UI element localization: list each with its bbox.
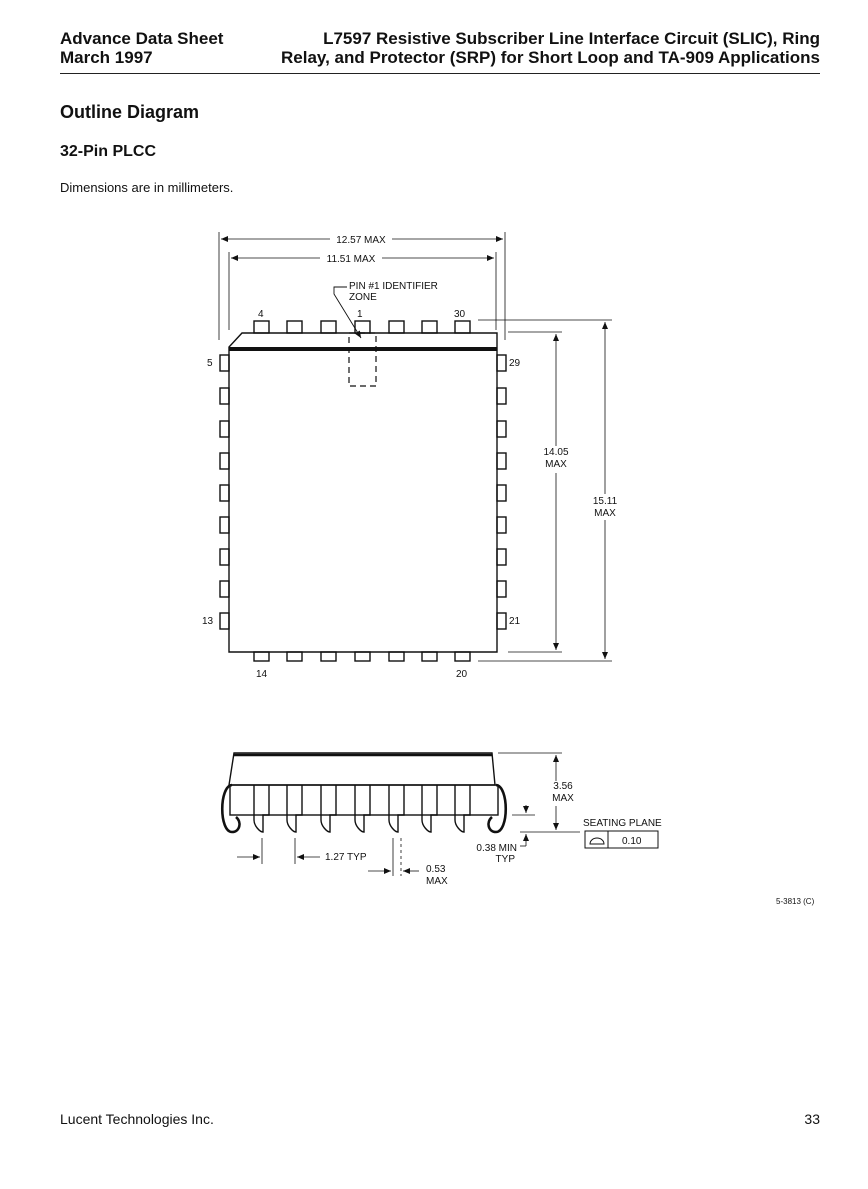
side-lead [253,785,270,833]
dim-lead-width-max: MAX [426,876,448,887]
pin1-label: PIN #1 IDENTIFIER [349,281,438,292]
side-lead [354,785,371,833]
figure-number: 5-3813 (C) [776,897,815,906]
j-lead-right [487,783,507,834]
lead-left [219,420,230,438]
lead-top [454,320,471,334]
lead-right [496,516,507,534]
pin-label-29: 29 [509,358,521,369]
pin1-label-zone: ZONE [349,292,377,303]
pin-label-14: 14 [256,669,268,680]
lead-left [219,516,230,534]
pin-label-13: 13 [202,616,214,627]
pin1-identifier-zone [348,332,377,387]
subsection-title: 32-Pin PLCC [60,143,157,160]
dim-package-height-max: MAX [552,793,574,804]
lead-top [286,320,303,334]
side-lead [286,785,303,833]
lead-bottom [421,651,438,662]
lead-left [219,612,230,630]
lead-right [496,612,507,630]
dimensions-note: Dimensions are in millimeters. [60,180,234,195]
lead-right [496,580,507,598]
lead-left [219,580,230,598]
lead-right [496,484,507,502]
lead-bottom [253,651,270,662]
lead-bottom [286,651,303,662]
lead-left [219,548,230,566]
lead-right [496,387,507,405]
lead-top [421,320,438,334]
dim-standoff-typ: TYP [496,854,516,865]
lead-bottom [454,651,471,662]
doc-title-line2: Relay, and Protector (SRP) for Short Loo… [280,48,820,67]
lead-bottom [354,651,371,662]
lead-right [496,548,507,566]
dim-lead-width: 0.53 [426,864,446,875]
side-lead [421,785,438,833]
pin1-leader [333,286,362,339]
side-lead [388,785,405,833]
doc-type: Advance Data Sheet [60,29,224,48]
side-lead [454,785,471,833]
side-body-lower [229,784,499,816]
header-left: Advance Data Sheet March 1997 [60,29,223,67]
doc-date: March 1997 [60,48,153,67]
lead-top [388,320,405,334]
lead-right [496,420,507,438]
lead-left [219,484,230,502]
seating-plane-label: SEATING PLANE [583,818,662,829]
j-lead-left [221,783,241,834]
dim-body-height: 14.05 [543,447,568,458]
lead-right [496,452,507,470]
pin-label-4: 4 [258,309,264,320]
flatness-value: 0.10 [622,836,642,847]
dim-lead-pitch: 1.27 TYP [325,852,367,863]
lead-top [253,320,270,334]
lead-bottom [320,651,337,662]
lead-right [496,354,507,372]
pin-label-30: 30 [454,309,466,320]
section-title: Outline Diagram [60,102,200,122]
dim-body-height-max: MAX [545,459,567,470]
lead-bottom [388,651,405,662]
side-lead [320,785,337,833]
lead-left [219,387,230,405]
pin-label-1: 1 [357,309,363,320]
dim-outer-height-max: MAX [594,508,616,519]
side-view [221,752,659,876]
lead-left [219,452,230,470]
dim-standoff: 0.38 MIN [476,843,517,854]
header-right: L7597 Resistive Subscriber Line Interfac… [281,29,820,67]
dim-package-height: 3.56 [553,781,573,792]
doc-title-line1: L7597 Resistive Subscriber Line Interfac… [323,29,820,48]
pin-label-21: 21 [509,616,521,627]
page-number: 33 [804,1111,820,1127]
dim-outer-width: 12.57 MAX [336,235,386,246]
plcc-body [228,332,498,653]
lead-left [219,354,230,372]
header-rule [60,73,820,74]
side-body-top [228,752,496,786]
footer-company: Lucent Technologies Inc. [60,1111,214,1127]
dim-outer-height: 15.11 [593,496,618,507]
dim-body-width: 11.51 MAX [327,254,376,265]
pin-label-5: 5 [207,358,213,369]
lead-top [320,320,337,334]
pin-label-20: 20 [456,669,468,680]
